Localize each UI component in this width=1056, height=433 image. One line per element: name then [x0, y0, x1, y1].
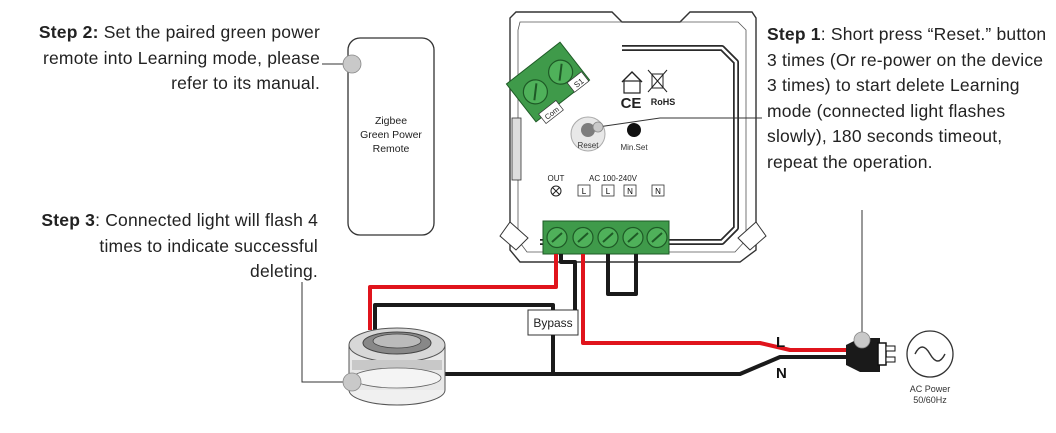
step1-label: Step 1	[767, 24, 821, 44]
terminal-label-3: N	[627, 187, 633, 196]
rohs-mark: RoHS	[651, 97, 676, 107]
step2-label: Step 2:	[38, 22, 99, 42]
terminal-screw-slot-4	[627, 232, 639, 243]
green-power-remote	[347, 37, 435, 236]
step3-label: Step 3	[41, 210, 96, 230]
device-side-slot	[511, 117, 522, 181]
neutral-wires	[373, 254, 852, 376]
downlight-fixture	[348, 327, 446, 406]
step1-plug-pointer-dot	[853, 331, 871, 349]
terminal-screw-slot-5	[651, 232, 663, 243]
mount-tab-bottom-left	[499, 221, 529, 251]
ac-power-label: AC Power	[910, 384, 951, 394]
step2-text: Set the paired green power remote into L…	[42, 22, 320, 93]
remote-label-line1: Zigbee	[375, 115, 407, 127]
reset-button-core	[581, 123, 595, 137]
step2-pointer-dot	[342, 54, 362, 74]
wire-l-label: L	[776, 334, 785, 351]
min-set-button[interactable]	[627, 123, 641, 137]
step3-instruction: Step 3: Connected light will flash 4 tim…	[40, 208, 318, 285]
main-terminal-block	[542, 220, 670, 255]
terminal-label-1: L	[582, 187, 587, 196]
lamp-symbol-icon	[550, 185, 562, 197]
power-plug	[846, 338, 896, 372]
min-set-label: Min.Set	[620, 143, 648, 152]
indoor-use-icon	[621, 71, 643, 94]
s1-com-terminal-block	[505, 41, 591, 123]
step3-pointer-dot	[342, 372, 362, 392]
mount-tab-bottom-right	[737, 221, 767, 251]
step3-pointer-line	[301, 282, 352, 383]
remote-label-line2: Green Power	[360, 129, 422, 141]
terminal-label-2: L	[606, 187, 611, 196]
live-wires	[368, 254, 852, 352]
remote-label-line3: Remote	[373, 143, 410, 155]
reset-label: Reset	[578, 141, 600, 150]
terminal-screw-slot-1	[551, 232, 563, 243]
step1-reset-pointer-dot	[592, 121, 604, 133]
device-inner-outline	[517, 21, 747, 253]
step3-text: : Connected light will flash 4 times to …	[95, 210, 318, 281]
step1-text: : Short press “Reset.” button 3 times (O…	[767, 24, 1047, 172]
step1-instruction: Step 1: Short press “Reset.” button 3 ti…	[767, 22, 1052, 175]
step1-reset-pointer-line	[597, 117, 762, 128]
sine-wave-icon	[914, 346, 946, 362]
wire-n-label: N	[776, 365, 787, 382]
bypass-label: Bypass	[533, 316, 572, 330]
terminal-screw-slot-2	[577, 232, 589, 243]
step2-instruction: Step 2: Set the paired green power remot…	[20, 20, 320, 97]
ac-input-label: AC 100-240V	[589, 174, 638, 183]
terminal-labels: L L N N	[577, 184, 665, 197]
terminal-label-4: N	[655, 187, 661, 196]
terminal-screw-slot-3	[602, 232, 614, 243]
weee-bin-icon	[647, 69, 668, 93]
ac-frequency-label: 50/60Hz	[913, 395, 947, 405]
ce-mark: CE	[621, 95, 642, 112]
out-label: OUT	[548, 174, 565, 183]
